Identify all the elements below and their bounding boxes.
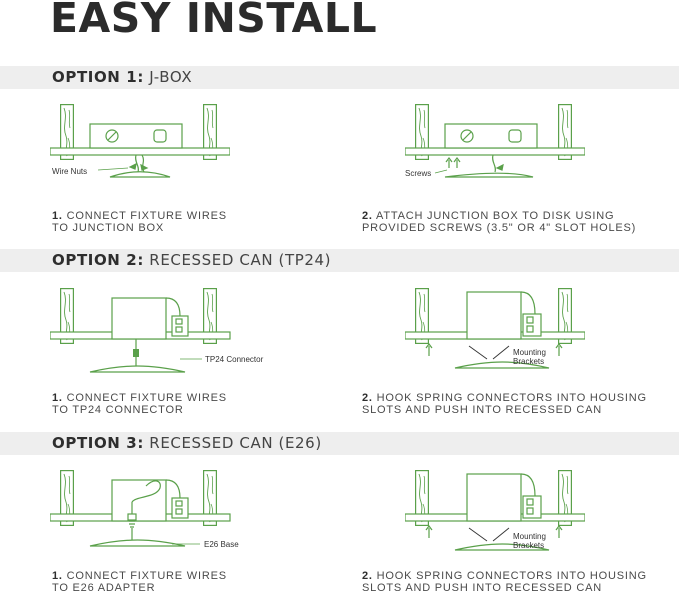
option-1-step-2-diagram: Screws — [405, 100, 585, 192]
option-1-label: OPTION 1: — [52, 68, 144, 86]
option-3-header: OPTION 3: RECESSED CAN (E26) — [0, 432, 679, 455]
option-3-label: OPTION 3: — [52, 434, 144, 452]
wire-nuts-label: Wire Nuts — [52, 167, 87, 176]
page-title: EASY INSTALL — [50, 0, 378, 42]
option-2-label: OPTION 2: — [52, 251, 144, 269]
option-2-subtitle: RECESSED CAN (TP24) — [149, 251, 332, 269]
option-1-header: OPTION 1: J-BOX — [0, 66, 679, 89]
tp24-connector-label: TP24 Connector — [205, 355, 264, 364]
option-1-subtitle: J-BOX — [149, 68, 193, 86]
option-2-header: OPTION 2: RECESSED CAN (TP24) — [0, 249, 679, 272]
option-3-subtitle: RECESSED CAN (E26) — [149, 434, 322, 452]
screws-label: Screws — [405, 169, 431, 178]
option-3-step-1-diagram: E26 Base — [50, 466, 290, 560]
option-1-step-1-diagram: Wire Nuts — [50, 100, 230, 192]
e26-base-label: E26 Base — [204, 540, 239, 549]
option-2-step-1-diagram: TP24 Connector — [50, 284, 290, 378]
